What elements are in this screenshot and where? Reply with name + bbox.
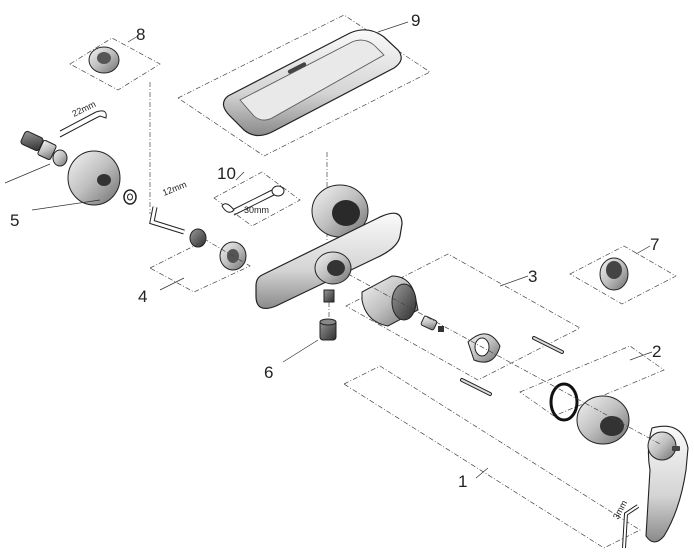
rosette-hole xyxy=(97,174,111,186)
part-10-wrench: 30mm 10 xyxy=(213,164,301,227)
part-2-sleeve-set: 2 xyxy=(519,342,665,445)
part-4-nut-set: 12mm 4 xyxy=(138,179,251,306)
leader-3 xyxy=(499,275,529,287)
cartridge-stem xyxy=(420,315,438,331)
outlet-nipple-top xyxy=(319,318,337,326)
part-10-frame xyxy=(213,171,301,227)
shelf-inner xyxy=(239,39,385,121)
leader-7 xyxy=(635,245,651,255)
wrench-30-handle xyxy=(231,189,275,216)
callout-3: 3 xyxy=(528,267,537,286)
o-ring xyxy=(549,382,579,422)
hex-key-12-inner xyxy=(150,206,185,234)
dim-30mm: 30mm xyxy=(244,205,269,215)
callout-6: 6 xyxy=(264,363,273,382)
leader-5a xyxy=(4,163,51,184)
leader-2 xyxy=(629,351,653,361)
part-9-frame xyxy=(177,14,431,157)
axis-main xyxy=(347,273,661,445)
hex-key-3-inner xyxy=(623,505,639,549)
callout-5: 5 xyxy=(10,211,19,230)
callout-2: 2 xyxy=(652,342,661,361)
rosette xyxy=(67,150,121,206)
body-wall-flange-hole xyxy=(332,200,360,226)
sleeve-hole xyxy=(600,416,624,436)
leader-8 xyxy=(127,35,139,43)
part-1-frame xyxy=(343,365,641,549)
lever-indicator xyxy=(672,446,680,451)
leader-10 xyxy=(235,171,245,181)
leader-9 xyxy=(377,21,409,33)
shelf-slot xyxy=(287,62,307,74)
body-outlet xyxy=(323,289,335,303)
body-cartridge-port-hole xyxy=(327,260,345,276)
callout-10: 10 xyxy=(217,164,236,183)
part-8-frame xyxy=(69,37,161,91)
washer-hole xyxy=(127,193,133,201)
adapter-nipple xyxy=(189,228,207,248)
eccentric-connector xyxy=(20,130,68,167)
cap-hole xyxy=(97,52,111,64)
callout-7: 7 xyxy=(650,235,659,254)
cartridge-base xyxy=(391,283,417,321)
part-3-cartridge-set: 3 xyxy=(345,253,581,396)
part-3-frame xyxy=(345,253,581,381)
wrench-30-head xyxy=(271,185,285,197)
callout-1: 1 xyxy=(458,472,467,491)
leader-6 xyxy=(282,339,319,363)
part-9-shelf: 9 xyxy=(177,11,431,157)
leader-5b xyxy=(31,199,101,211)
part-7-frame xyxy=(569,245,677,305)
lever-cap xyxy=(647,431,677,461)
mixer-body xyxy=(255,184,403,309)
eccentric-end xyxy=(52,149,68,167)
dim-12mm: 12mm xyxy=(161,179,188,198)
part-8-cap: 8 xyxy=(69,25,161,91)
callout-4: 4 xyxy=(138,287,147,306)
part-7-knob: 7 xyxy=(569,235,677,305)
part-1-lever-set: 3mm 1 xyxy=(343,365,689,549)
leader-1 xyxy=(475,467,489,479)
part-5-connector-set: 22mm 5 xyxy=(4,99,137,230)
callout-9: 9 xyxy=(411,11,420,30)
eccentric-hex xyxy=(37,139,57,161)
cartridge-stem-tip xyxy=(438,326,444,332)
callout-8: 8 xyxy=(136,25,145,44)
part-6-outlet-nipple: 6 xyxy=(264,302,337,382)
dim-22mm: 22mm xyxy=(70,99,97,119)
wrench-22-handle xyxy=(59,111,97,138)
screw-top-shine xyxy=(533,337,563,353)
leader-4 xyxy=(159,277,185,291)
knob-hub xyxy=(606,261,622,279)
part-4-frame xyxy=(149,239,251,293)
screw-bottom-shine xyxy=(461,379,491,395)
wrench-22-jaw xyxy=(95,110,107,119)
part-2-frame xyxy=(519,345,665,417)
wrench-30-jaw xyxy=(221,203,235,213)
